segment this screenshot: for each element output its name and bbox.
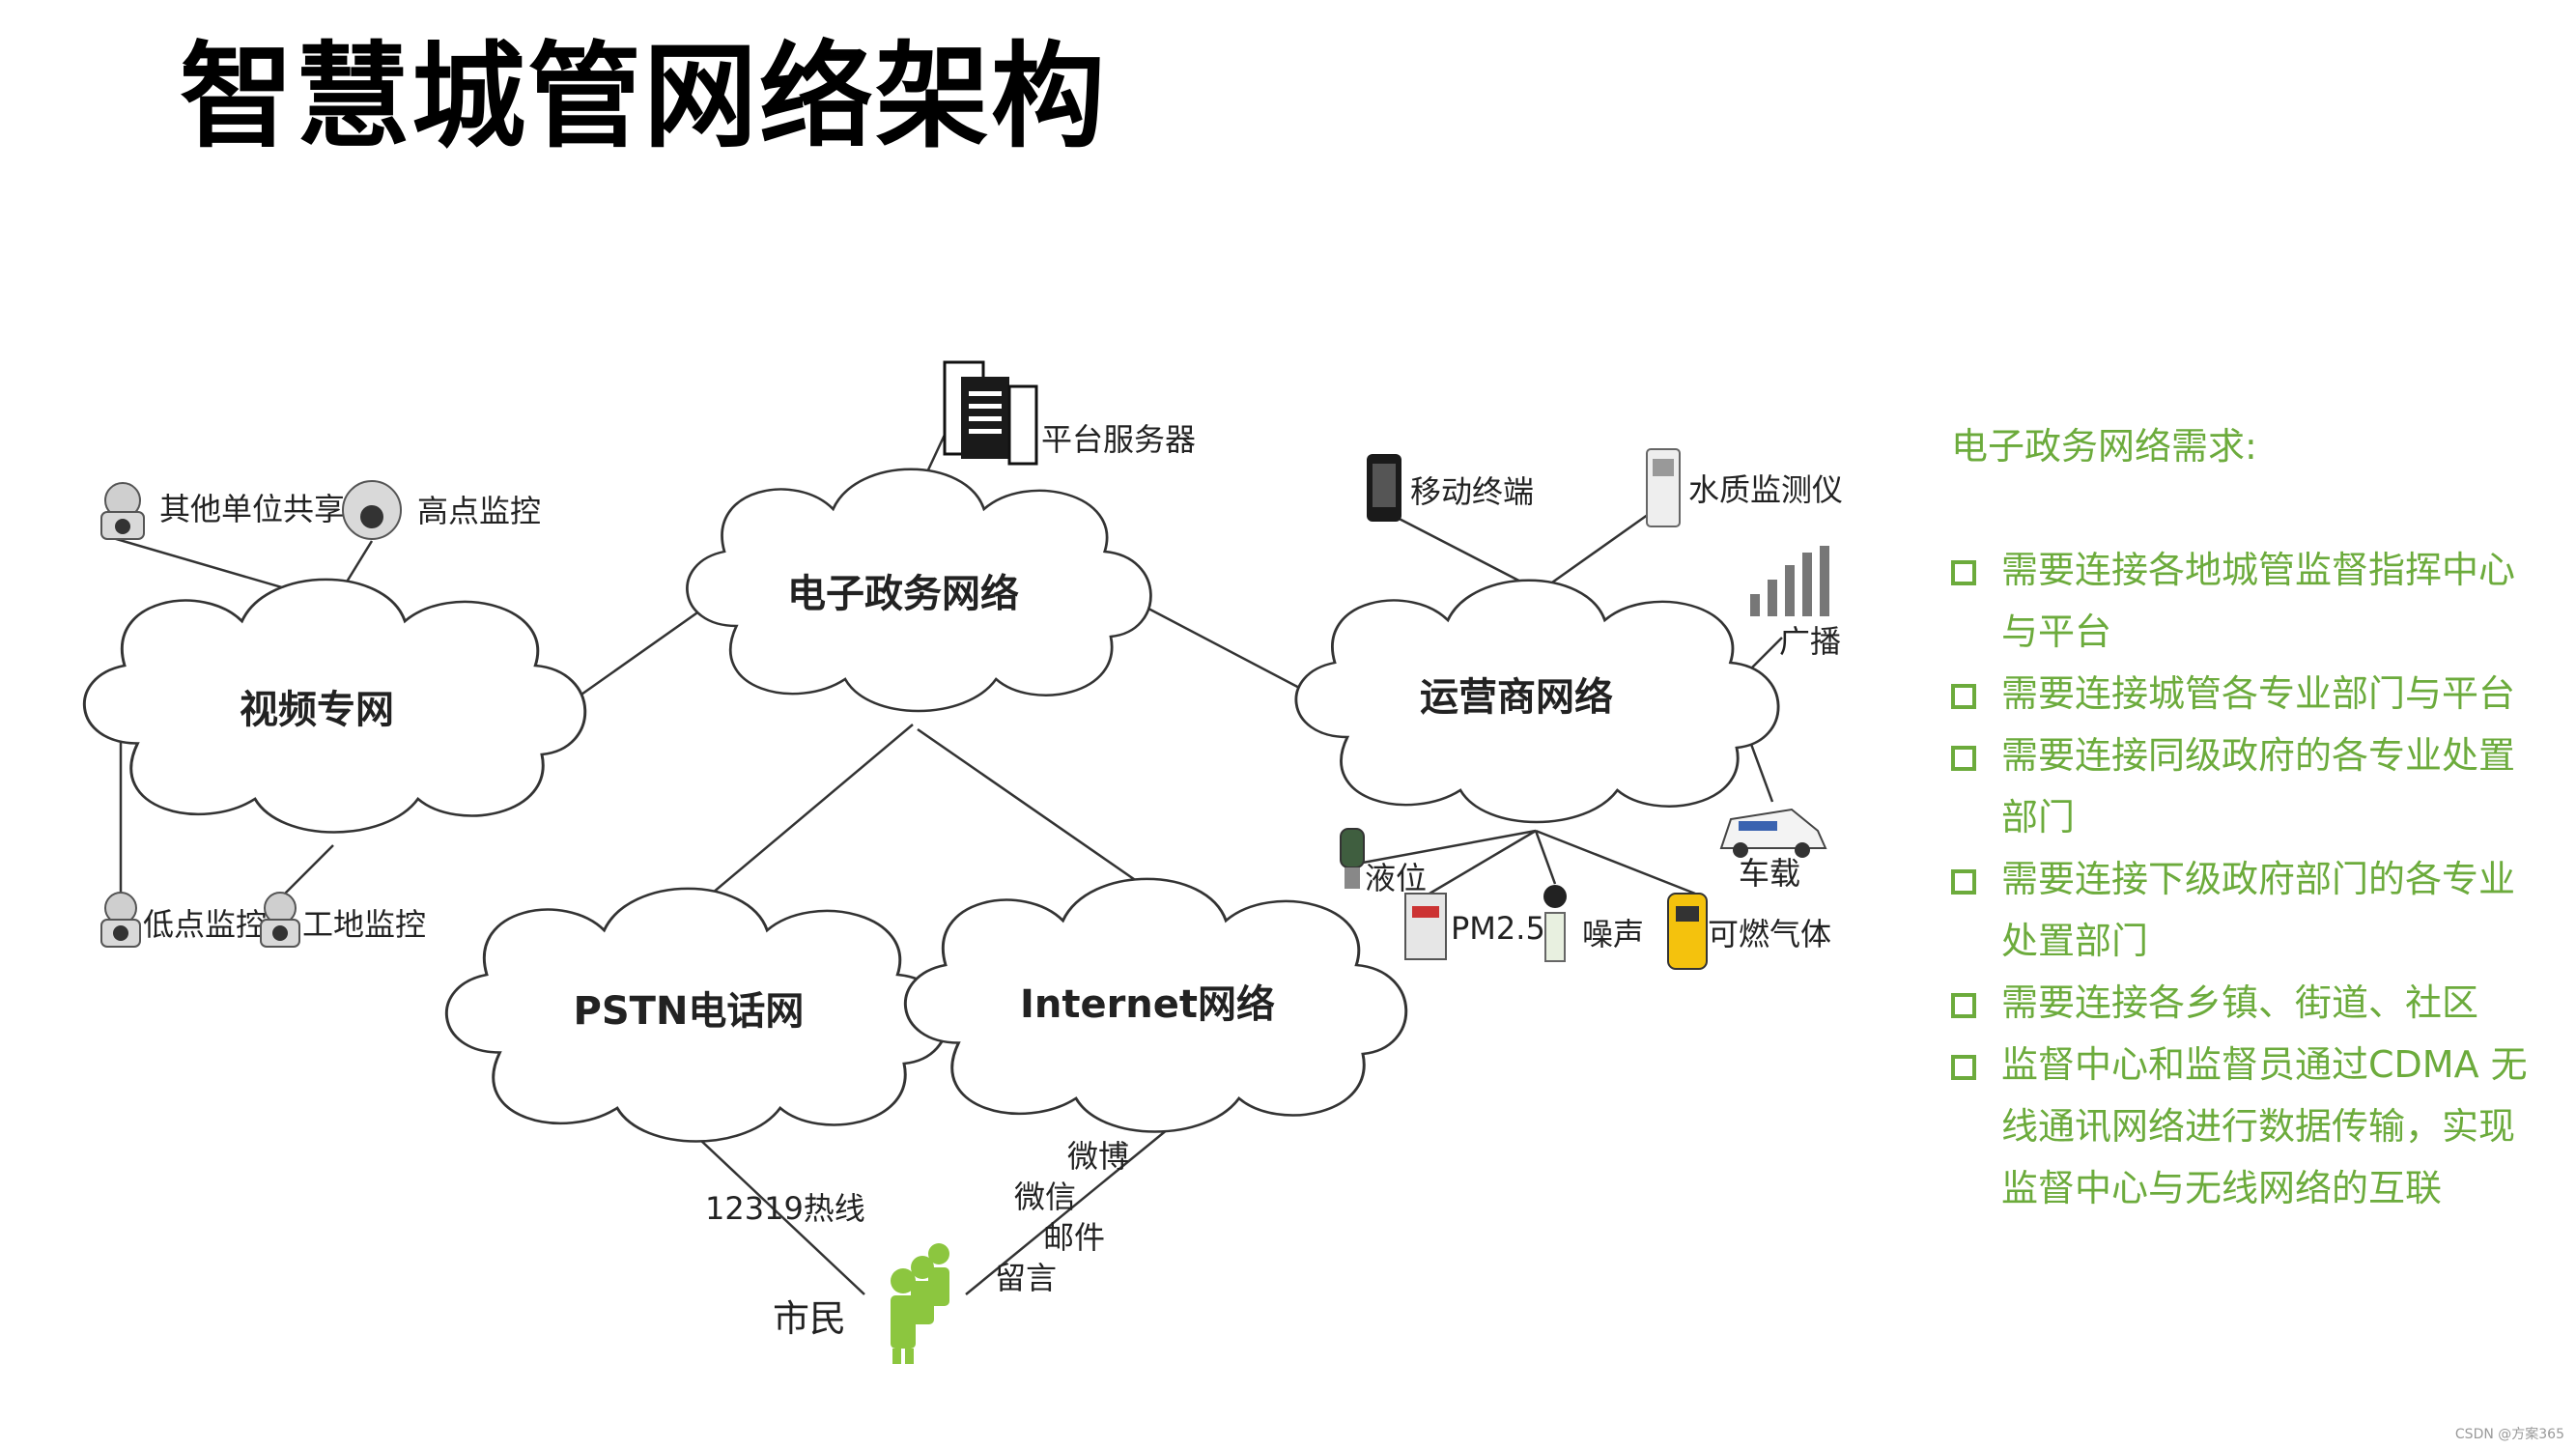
page-title: 智慧城管网络架构: [180, 30, 1108, 163]
checkbox-bullet-icon: [1951, 684, 1976, 709]
checkbox-bullet-icon: [1951, 1055, 1976, 1080]
requirement-text: 监督中心和监督员通过CDMA 无线通讯网络进行数据传输，实现监督中心与无线网络的…: [2001, 1043, 2528, 1209]
watermark: CSDN @方案365: [2454, 1427, 2564, 1442]
line-op-pm: [1429, 829, 1537, 895]
message-label: 留言: [995, 1260, 1057, 1296]
checkbox-bullet-icon: [1951, 560, 1976, 585]
high-label: 高点监控: [417, 493, 541, 529]
site-label: 工地监控: [302, 906, 426, 943]
line-op-level: [1351, 829, 1537, 867]
gas-detector-icon: [1667, 893, 1708, 970]
line-op-mobile: [1385, 510, 1537, 591]
citizen-label: 市民: [773, 1297, 846, 1340]
line-egov-operator: [1129, 597, 1324, 702]
citizens-icon: [891, 1243, 949, 1364]
requirement-text: 需要连接各乡镇、街道、社区: [2001, 981, 2479, 1024]
camera-icon-low: [100, 892, 141, 948]
water-meter-icon: [1646, 448, 1681, 527]
requirements-heading: 电子政务网络需求:: [1951, 425, 2257, 468]
wechat-label: 微信: [1014, 1179, 1076, 1215]
requirement-item: 监督中心和监督员通过CDMA 无线通讯网络进行数据传输，实现监督中心与无线网络的…: [1951, 1034, 2550, 1219]
low-label: 低点监控: [143, 906, 267, 943]
broadcast-icon: [1750, 546, 1829, 616]
level-label: 液位: [1365, 860, 1427, 896]
broadcast-label: 广播: [1779, 623, 1841, 660]
cloud-internet-label: Internet网络: [1020, 982, 1275, 1027]
gas-label: 可燃气体: [1708, 916, 1831, 952]
vehicle-label: 车载: [1739, 855, 1800, 892]
requirement-item: 需要连接同级政府的各专业处置部门: [1951, 724, 2550, 848]
camera-icon-share: [100, 482, 145, 540]
server-label: 平台服务器: [1041, 421, 1196, 458]
line-op-water: [1535, 510, 1653, 596]
mobile-phone-icon: [1367, 454, 1401, 522]
camera-icon-high: [342, 480, 402, 540]
level-sensor-icon: [1340, 828, 1365, 889]
water-label: 水质监测仪: [1688, 471, 1843, 508]
line-egov-internet: [917, 727, 1170, 905]
requirement-text: 需要连接城管各专业部门与平台: [2001, 672, 2516, 715]
requirement-item: 需要连接下级政府部门的各专业处置部门: [1951, 848, 2550, 972]
mobile-label: 移动终端: [1410, 473, 1534, 510]
line-pstn-citizen: [699, 1139, 865, 1295]
noise-label: 噪声: [1582, 916, 1644, 952]
cloud-pstn-label: PSTN电话网: [574, 989, 805, 1034]
camera-icon-site: [260, 892, 300, 948]
checkbox-bullet-icon: [1951, 746, 1976, 771]
cloud-operator-label: 运营商网络: [1420, 675, 1613, 720]
line-video-site: [279, 844, 334, 899]
line-op-noise: [1534, 830, 1557, 885]
requirement-item: 需要连接各地城管监督指挥中心与平台: [1951, 539, 2550, 663]
server-icon: [943, 360, 1038, 466]
checkbox-bullet-icon: [1951, 993, 1976, 1018]
line-op-gas: [1535, 829, 1696, 895]
requirement-text: 需要连接同级政府的各专业处置部门: [2001, 734, 2516, 838]
requirement-item: 需要连接各乡镇、街道、社区: [1951, 972, 2550, 1034]
checkbox-bullet-icon: [1951, 869, 1976, 895]
cloud-video-label: 视频专网: [240, 688, 394, 732]
cloud-egov-label: 电子政务网络: [787, 572, 1019, 616]
requirements-panel: 电子政务网络需求: 需要连接各地城管监督指挥中心与平台 需要连接城管各专业部门与…: [1951, 415, 2550, 1219]
mail-label: 邮件: [1043, 1219, 1105, 1256]
requirement-text: 需要连接各地城管监督指挥中心与平台: [2001, 549, 2516, 653]
line-egov-pstn: [699, 724, 914, 904]
pm25-sensor-icon: [1404, 893, 1447, 960]
hotline-label: 12319热线: [705, 1190, 865, 1227]
pm25-label: PM2.5: [1451, 910, 1545, 947]
noise-meter-icon: [1543, 885, 1567, 962]
weibo-label: 微博: [1067, 1138, 1129, 1175]
line-internet-citizen: [965, 1120, 1179, 1295]
requirement-text: 需要连接下级政府部门的各专业处置部门: [2001, 858, 2516, 962]
requirement-item: 需要连接城管各专业部门与平台: [1951, 663, 2550, 724]
share-label: 其他单位共享: [159, 491, 345, 527]
vehicle-icon: [1719, 808, 1827, 858]
